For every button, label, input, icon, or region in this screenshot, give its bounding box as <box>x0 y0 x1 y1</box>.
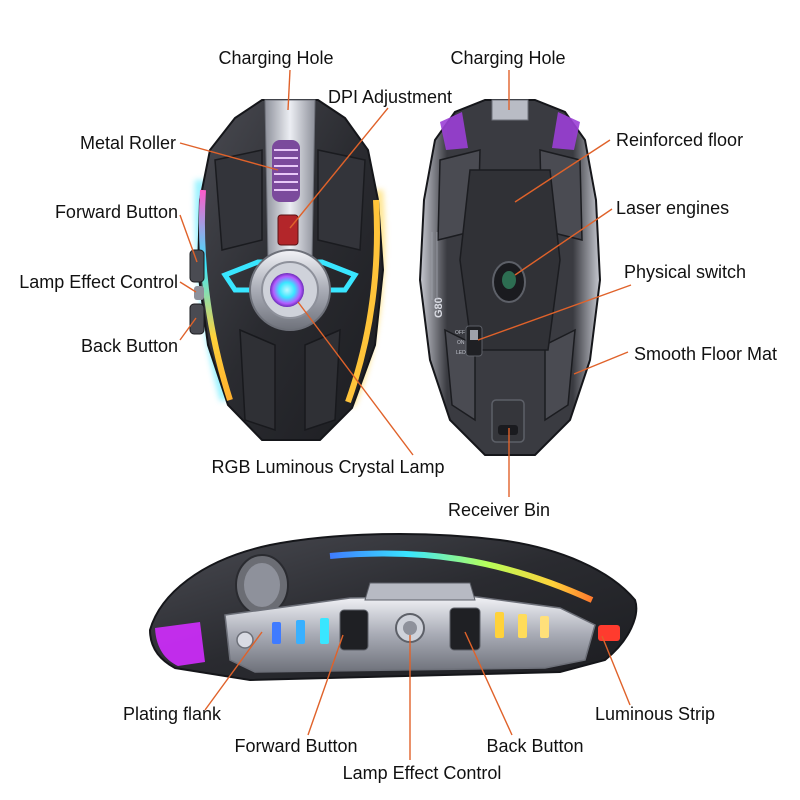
leader-lines <box>179 69 632 760</box>
mouse-side-view <box>148 533 638 682</box>
label-forward-button-side: Forward Button <box>234 736 358 756</box>
label-charging-hole-top: Charging Hole <box>218 48 334 68</box>
label-plating-flank: Plating flank <box>122 704 222 724</box>
label-lamp-effect-control-top: Lamp Effect Control <box>19 272 178 292</box>
label-luminous-strip: Luminous Strip <box>594 704 716 724</box>
label-back-button-side: Back Button <box>486 736 584 756</box>
label-laser-engines: Laser engines <box>616 198 730 218</box>
label-metal-roller: Metal Roller <box>79 133 176 153</box>
mouse-bottom-view: G80 OFF ON LED <box>418 99 602 456</box>
label-reinforced-floor: Reinforced floor <box>616 130 744 150</box>
label-back-button-top: Back Button <box>80 336 178 356</box>
label-physical-switch: Physical switch <box>624 262 747 282</box>
label-forward-button-top: Forward Button <box>54 202 178 222</box>
label-rgb-lamp: RGB Luminous Crystal Lamp <box>211 457 445 477</box>
label-lamp-effect-control-side: Lamp Effect Control <box>342 763 502 783</box>
label-smooth-floor-mat: Smooth Floor Mat <box>634 344 778 364</box>
label-receiver-bin: Receiver Bin <box>447 500 551 520</box>
switch-on-text: ON <box>457 340 465 346</box>
label-dpi-adjustment: DPI Adjustment <box>327 87 453 107</box>
mouse-top-view <box>189 99 386 441</box>
switch-led-text: LED <box>456 350 466 356</box>
switch-off-text: OFF <box>455 330 465 336</box>
model-text: G80 <box>433 297 445 318</box>
label-charging-hole-bottom: Charging Hole <box>450 48 566 68</box>
